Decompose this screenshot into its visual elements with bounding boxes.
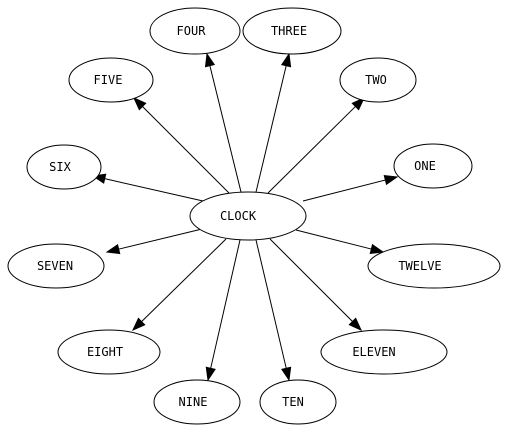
edge-clock-to-five: [142, 106, 230, 194]
edge-clock-to-eleven: [269, 238, 353, 322]
node-nine-shape: [153, 379, 241, 425]
edges-layer: [91, 52, 399, 382]
node-ten: TEN: [259, 379, 337, 425]
node-eleven: ELEVEN: [320, 329, 448, 375]
arrowhead-eight: [131, 317, 146, 331]
arrowhead-ten: [281, 366, 292, 382]
node-ten-shape: [259, 379, 337, 425]
node-three: THREE: [242, 7, 342, 55]
node-one-label: ONE: [414, 159, 436, 173]
node-eleven-shape: [320, 329, 448, 375]
node-eight-label: EIGHT: [87, 345, 123, 359]
node-nine: NINE: [153, 379, 241, 425]
arrowhead-twelve: [369, 243, 385, 254]
node-five: FIVE: [68, 57, 154, 103]
arrowhead-five: [132, 96, 147, 111]
node-two-shape: [339, 57, 417, 103]
node-three-shape: [242, 7, 342, 55]
node-four: FOUR: [149, 7, 241, 55]
arrowhead-two: [351, 96, 366, 111]
node-twelve-shape: [367, 243, 501, 289]
node-one: ONE: [393, 143, 473, 189]
node-clock: CLOCK: [189, 191, 307, 241]
node-three-label: THREE: [271, 24, 307, 38]
node-four-shape: [149, 7, 241, 55]
arrowhead-four: [204, 52, 216, 68]
node-five-label: FIVE: [94, 73, 123, 87]
edge-clock-to-seven: [118, 228, 203, 250]
node-two-label: TWO: [365, 73, 387, 87]
arrowhead-one: [383, 175, 399, 186]
node-seven-shape: [7, 243, 105, 289]
node-one-shape: [393, 143, 473, 189]
node-eight-shape: [57, 329, 161, 375]
node-six-shape: [26, 144, 102, 190]
node-six: SIX: [26, 144, 102, 190]
node-nine-label: NINE: [179, 395, 208, 409]
node-four-label: FOUR: [177, 24, 207, 38]
node-twelve: TWELVE: [367, 243, 501, 289]
arrowhead-eleven: [348, 317, 363, 332]
edge-clock-to-ten: [255, 239, 287, 369]
arrowhead-three: [281, 52, 292, 68]
edge-clock-to-one: [302, 179, 386, 202]
edge-clock-to-four: [209, 65, 242, 193]
edge-clock-to-twelve: [295, 229, 372, 250]
node-twelve-label: TWELVE: [398, 259, 441, 273]
node-ten-label: TEN: [282, 395, 304, 409]
node-eight: EIGHT: [57, 329, 161, 375]
node-seven: SEVEN: [7, 243, 105, 289]
edge-clock-to-three: [255, 65, 287, 193]
node-eleven-label: ELEVEN: [352, 345, 395, 359]
node-five-shape: [68, 57, 154, 103]
arrowhead-seven: [105, 243, 121, 255]
edge-clock-to-six: [104, 178, 204, 202]
node-two: TWO: [339, 57, 417, 103]
node-clock-shape: [189, 191, 307, 241]
edge-clock-to-nine: [210, 239, 241, 369]
node-seven-label: SEVEN: [37, 259, 73, 273]
node-six-label: SIX: [49, 160, 71, 174]
edge-clock-to-eight: [141, 238, 227, 322]
node-clock-label: CLOCK: [220, 209, 257, 223]
arrowhead-nine: [205, 366, 216, 382]
edge-clock-to-two: [267, 106, 356, 194]
